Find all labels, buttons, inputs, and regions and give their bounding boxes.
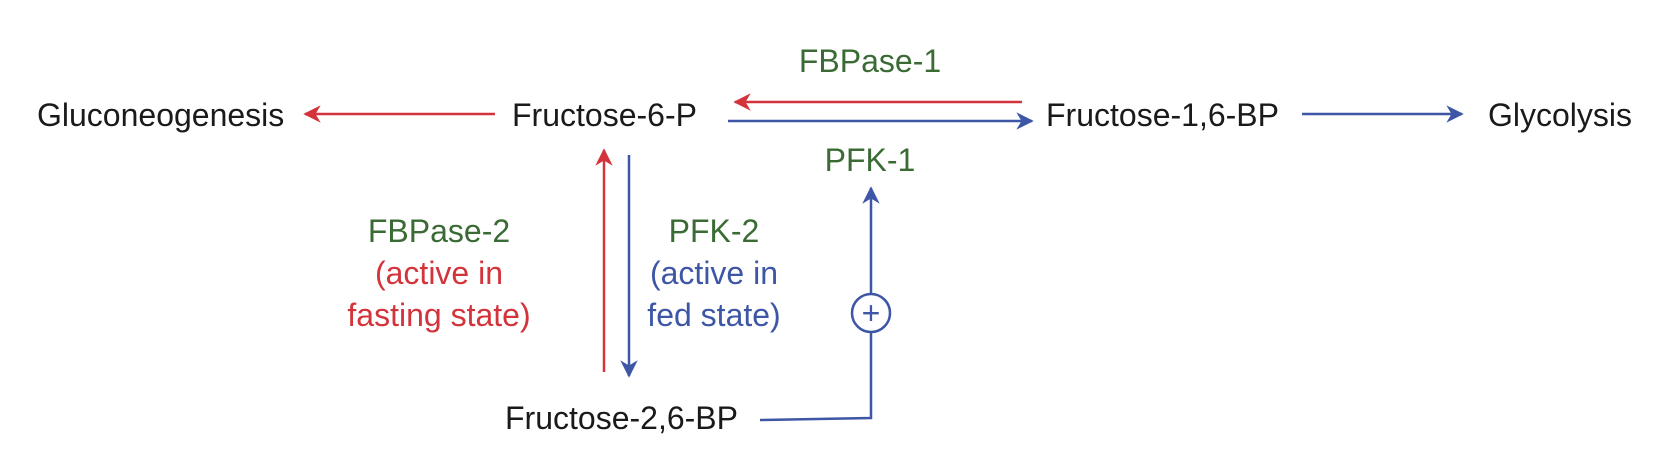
svg-text:+: + bbox=[862, 295, 881, 331]
enzyme-fbpase-2-note-line2: fasting state) bbox=[347, 297, 530, 333]
enzyme-pfk-1: PFK-1 bbox=[825, 142, 916, 178]
enzyme-fbpase-2-note-line1: (active in bbox=[375, 255, 503, 291]
enzyme-pfk-2-note-line2: fed state) bbox=[647, 297, 780, 333]
node-fructose-2-6-bp: Fructose-2,6-BP bbox=[505, 400, 738, 436]
node-gluconeogenesis: Gluconeogenesis bbox=[37, 97, 284, 133]
node-fructose-6-p: Fructose-6-P bbox=[512, 97, 697, 133]
activation-plus-icon: + bbox=[850, 292, 892, 334]
node-fructose-1-6-bp: Fructose-1,6-BP bbox=[1046, 97, 1279, 133]
arrow-fructose-2-6-bp-activates-pfk-1 bbox=[759, 186, 880, 422]
enzyme-fbpase-2-group: FBPase-2 (active in fasting state) bbox=[347, 213, 530, 333]
enzyme-pfk-2-note-line1: (active in bbox=[650, 255, 778, 291]
enzyme-pfk-2: PFK-2 bbox=[669, 213, 760, 249]
node-glycolysis: Glycolysis bbox=[1488, 97, 1632, 133]
enzyme-pfk-2-group: PFK-2 (active in fed state) bbox=[647, 213, 780, 333]
enzyme-fbpase-2: FBPase-2 bbox=[368, 213, 510, 249]
enzyme-fbpase-1: FBPase-1 bbox=[799, 43, 941, 79]
